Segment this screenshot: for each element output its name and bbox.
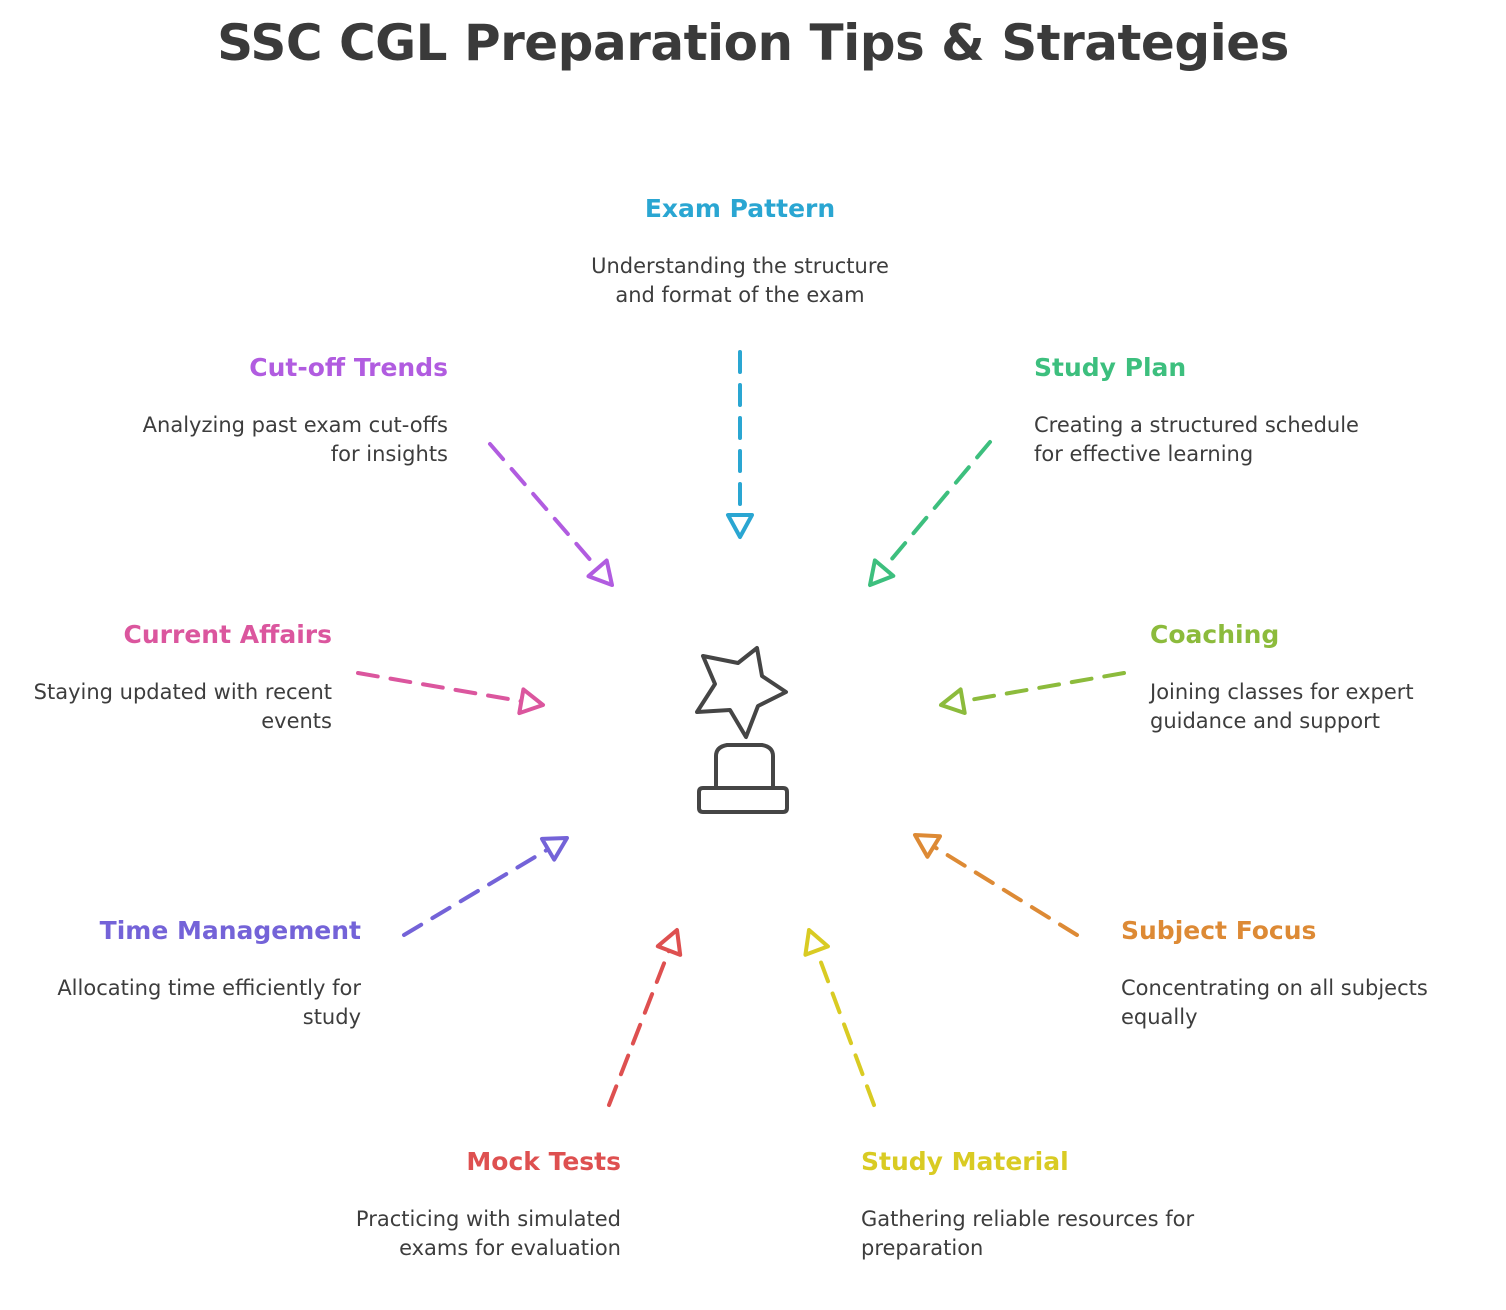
study-plan-arrowhead (868, 558, 896, 587)
cutoff-trends-arrowhead (586, 558, 614, 587)
trophy-cup (714, 743, 775, 790)
mock-tests-description: Practicing with simulated exams for eval… (300, 1205, 621, 1263)
subject-focus-desc-line: Concentrating on all subjects (1121, 976, 1428, 1000)
page-title: SSC CGL Preparation Tips & Strategies (217, 14, 1289, 72)
mock-tests-desc-line: exams for evaluation (399, 1236, 621, 1260)
current-affairs-desc-line: events (261, 709, 332, 733)
study-material-desc-line: preparation (861, 1236, 984, 1260)
node-mock-tests: Mock Tests Practicing with simulated exa… (300, 1147, 621, 1263)
study-material-description: Gathering reliable resources for prepara… (861, 1205, 1241, 1263)
mock-tests-desc-line: Practicing with simulated (355, 1207, 621, 1231)
exam-pattern-description: Understanding the structure and format o… (560, 252, 920, 310)
time-management-desc-line: study (302, 1005, 361, 1029)
study-plan-heading: Study Plan (1034, 353, 1187, 382)
subject-focus-arrow-line (931, 844, 1079, 937)
coaching-desc-line: Joining classes for expert (1150, 680, 1414, 704)
coaching-desc-line: guidance and support (1150, 709, 1380, 733)
mock-tests-arrowhead (655, 928, 683, 957)
trophy-base (697, 786, 789, 814)
study-material-desc-line: Gathering reliable resources for (861, 1207, 1195, 1231)
study-material-arrowhead (803, 928, 830, 957)
coaching-arrow-line (960, 671, 1126, 704)
node-study-plan: Study Plan Creating a structured schedul… (1034, 353, 1394, 469)
study-material-heading: Study Material (861, 1147, 1069, 1176)
mock-tests-arrow-line (607, 948, 672, 1107)
trophy-star-icon (695, 646, 789, 814)
study-plan-desc-line: Creating a structured schedule (1034, 413, 1359, 437)
mock-tests-heading: Mock Tests (466, 1147, 621, 1176)
time-management-desc-line: Allocating time efficiently for (57, 976, 361, 1000)
time-management-arrow-line (402, 847, 551, 937)
current-affairs-arrow-line (356, 671, 524, 704)
coaching-arrowhead (939, 687, 967, 715)
exam-pattern-desc-line: and format of the exam (615, 283, 865, 307)
coaching-description: Joining classes for expert guidance and … (1150, 678, 1470, 736)
cutoff-trends-description: Analyzing past exam cut-offs for insight… (80, 411, 448, 469)
node-exam-pattern: Exam Pattern Understanding the structure… (560, 194, 920, 310)
cutoff-trends-desc-line: Analyzing past exam cut-offs (142, 413, 448, 437)
subject-focus-description: Concentrating on all subjects equally (1121, 974, 1471, 1032)
time-management-description: Allocating time efficiently for study (40, 974, 361, 1032)
subject-focus-heading: Subject Focus (1121, 916, 1317, 945)
cutoff-trends-heading: Cut-off Trends (249, 353, 448, 382)
time-management-arrowhead (540, 836, 569, 862)
exam-pattern-arrowhead (726, 513, 754, 539)
node-coaching: Coaching Joining classes for expert guid… (1150, 620, 1470, 736)
cutoff-trends-desc-line: for insights (330, 442, 448, 466)
cutoff-trends-arrow-line (488, 442, 600, 571)
star-shape (695, 646, 788, 739)
current-affairs-heading: Current Affairs (123, 620, 332, 649)
subject-focus-desc-line: equally (1121, 1005, 1198, 1029)
arrows-group (356, 350, 1126, 1107)
current-affairs-description: Staying updated with recent events (20, 678, 332, 736)
coaching-heading: Coaching (1150, 620, 1280, 649)
node-time-management: Time Management Allocating time efficien… (40, 916, 361, 1032)
study-plan-description: Creating a structured schedule for effec… (1034, 411, 1394, 469)
study-material-arrow-line (814, 948, 876, 1107)
exam-pattern-heading: Exam Pattern (644, 194, 836, 223)
node-cutoff-trends: Cut-off Trends Analyzing past exam cut-o… (80, 353, 448, 469)
current-affairs-desc-line: Staying updated with recent (33, 680, 332, 704)
node-current-affairs: Current Affairs Staying updated with rec… (20, 620, 332, 736)
node-study-material: Study Material Gathering reliable resour… (861, 1147, 1241, 1263)
exam-pattern-desc-line: Understanding the structure (591, 254, 889, 278)
current-affairs-arrowhead (517, 687, 545, 716)
node-subject-focus: Subject Focus Concentrating on all subje… (1121, 916, 1471, 1032)
study-plan-arrow-line (882, 440, 992, 571)
subject-focus-arrowhead (913, 833, 942, 859)
time-management-heading: Time Management (99, 916, 361, 945)
study-plan-desc-line: for effective learning (1034, 442, 1254, 466)
